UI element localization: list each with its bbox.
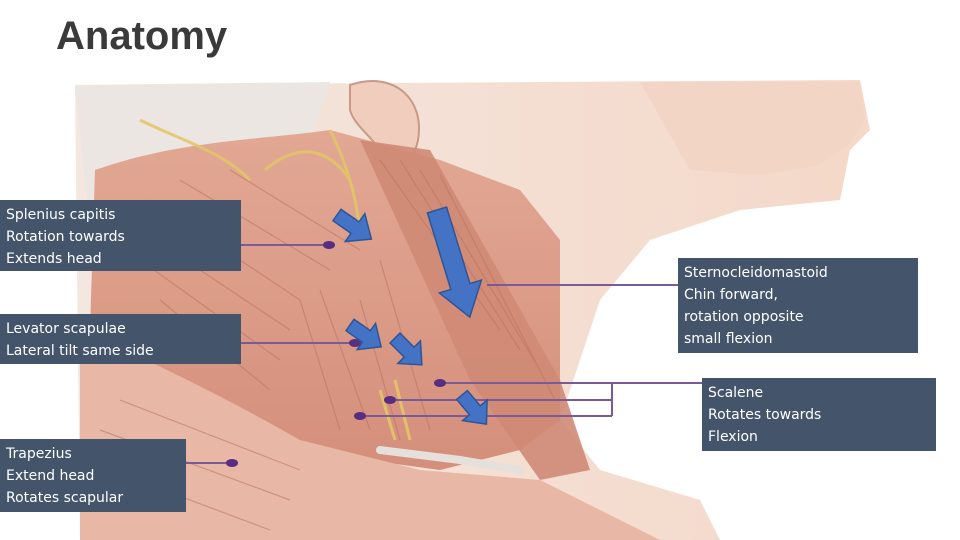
label-trapezius: Trapezius Extend head Rotates scapular [0, 439, 186, 512]
label-line: Scalene [708, 382, 928, 404]
label-line: Levator scapulae [6, 318, 233, 340]
label-line: Rotation towards [6, 226, 233, 248]
label-levator-scapulae: Levator scapulae Lateral tilt same side [0, 314, 241, 364]
label-line: Flexion [708, 426, 928, 448]
label-line: Trapezius [6, 443, 178, 465]
label-line: Splenius capitis [6, 204, 233, 226]
label-line: Extends head [6, 248, 233, 270]
label-line: rotation opposite [684, 306, 910, 328]
label-line: Rotates towards [708, 404, 928, 426]
label-sternocleidomastoid: Sternocleidomastoid Chin forward, rotati… [678, 258, 918, 353]
label-scalene: Scalene Rotates towards Flexion [702, 378, 936, 451]
label-line: small flexion [684, 328, 910, 350]
label-line: Lateral tilt same side [6, 340, 233, 362]
label-splenius-capitis: Splenius capitis Rotation towards Extend… [0, 200, 241, 271]
label-line: Rotates scapular [6, 487, 178, 509]
label-line: Chin forward, [684, 284, 910, 306]
label-line: Sternocleidomastoid [684, 262, 910, 284]
label-line: Extend head [6, 465, 178, 487]
